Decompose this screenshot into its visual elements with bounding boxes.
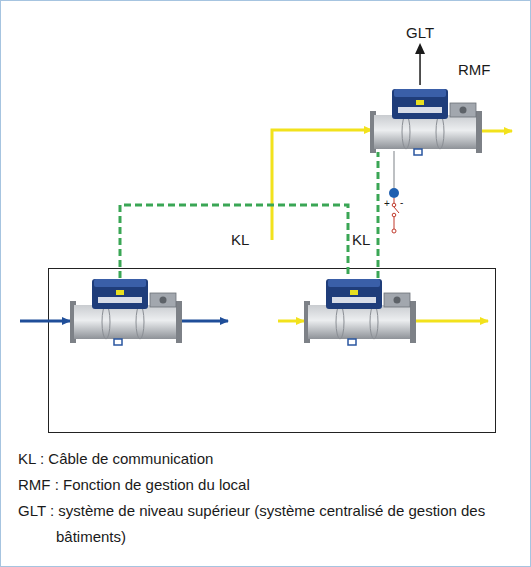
data-link <box>419 45 421 85</box>
vav-controller: RMF <box>366 85 486 155</box>
legend-text: RMF : Fonction de gestion du local <box>18 472 518 498</box>
cable-label: KL <box>352 231 370 249</box>
legend-text: GLT : système de niveau supérieur (systè… <box>18 498 518 550</box>
system-node: GLT <box>403 22 437 44</box>
system-label: GLT <box>406 24 434 42</box>
polarity-sign: + <box>384 198 390 209</box>
legend-text: KL : Câble de communication <box>18 446 518 472</box>
polarity-sign: - <box>400 197 403 208</box>
function-label: RMF <box>458 61 491 79</box>
cable-label: KL <box>231 231 249 249</box>
